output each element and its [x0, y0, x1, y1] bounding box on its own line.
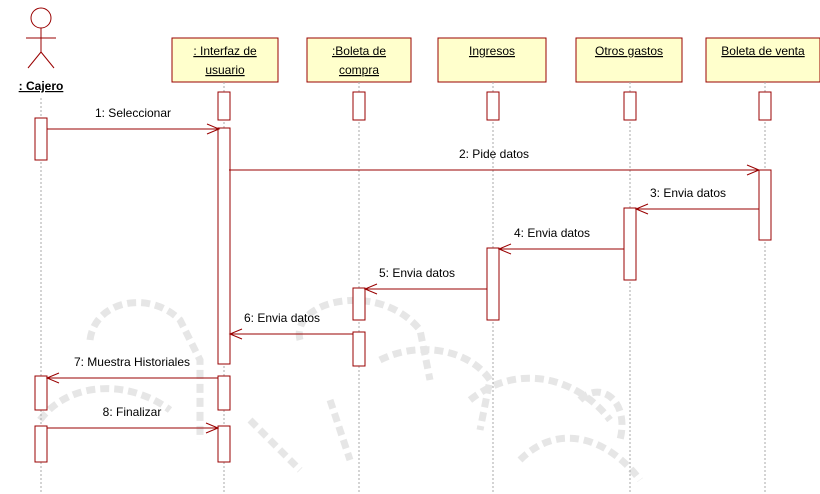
- message-7: 7: Muestra Historiales: [45, 355, 218, 384]
- object-label-boleta-compra-line-2: compra: [339, 63, 379, 77]
- message-2: 2: Pide datos: [229, 147, 761, 176]
- arrowhead-icon: [45, 372, 60, 384]
- message-label-3: 3: Envia datos: [650, 186, 726, 200]
- object-box-boleta-venta: Boleta de venta: [705, 37, 820, 83]
- activation-bar-boleta-compra-6: [352, 287, 366, 321]
- activation-bar-boleta-venta-3: [758, 169, 772, 241]
- lifeline-head-interfaz: [217, 91, 231, 121]
- actor-head: [30, 7, 52, 29]
- message-5: 5: Envia datos: [363, 266, 487, 295]
- arrowhead-icon: [634, 203, 649, 215]
- actor-label: : Cajero: [19, 79, 64, 93]
- arrowhead-icon: [746, 164, 761, 176]
- object-label-ingresos-line-1: Ingresos: [469, 44, 515, 58]
- activation-bar-cajero-1: [34, 117, 48, 161]
- arrowhead-icon: [205, 422, 220, 434]
- activation-bar-interfaz-11: [217, 425, 231, 463]
- actor-right-leg: [40, 51, 55, 69]
- arrowhead-icon: [206, 123, 221, 135]
- arrowhead-icon: [497, 243, 512, 255]
- lifeline-head-boleta-compra: [352, 91, 366, 121]
- message-3: 3: Envia datos: [634, 186, 759, 215]
- object-rect-boleta-compra: [306, 37, 412, 83]
- watermark-emblem: [37, 296, 643, 483]
- message-4: 4: Envia datos: [497, 226, 624, 255]
- message-6: 6: Envia datos: [228, 311, 353, 340]
- message-8: 8: Finalizar: [47, 405, 220, 434]
- object-rect-boleta-venta: [705, 37, 820, 83]
- actor-cajero: [26, 7, 56, 69]
- activation-bar-otros-gastos-4: [623, 207, 637, 281]
- object-label-interfaz-line-2: usuario: [205, 63, 245, 77]
- object-label-interfaz-line-1: : Interfaz de: [193, 44, 257, 58]
- arrowhead-icon: [363, 283, 378, 295]
- message-label-7: 7: Muestra Historiales: [74, 355, 190, 369]
- lifeline-head-otros-gastos: [623, 91, 637, 121]
- message-label-6: 6: Envia datos: [244, 311, 320, 325]
- activation-bar-interfaz-9: [217, 375, 231, 411]
- object-rect-otros-gastos: [575, 37, 683, 83]
- activation-bar-boleta-compra-7: [352, 331, 366, 367]
- arrowhead-icon: [228, 328, 243, 340]
- message-label-1: 1: Seleccionar: [95, 106, 171, 120]
- message-label-4: 4: Envia datos: [514, 226, 590, 240]
- message-label-2: 2: Pide datos: [459, 147, 529, 161]
- message-label-5: 5: Envia datos: [379, 266, 455, 280]
- message-1: 1: Seleccionar: [47, 106, 221, 135]
- activation-bar-cajero-8: [34, 375, 48, 411]
- object-box-otros-gastos: Otros gastos: [575, 37, 683, 83]
- object-label-boleta-compra-line-1: :Boleta de: [332, 44, 386, 58]
- lifeline-head-ingresos: [486, 91, 500, 121]
- activation-bar-cajero-10: [34, 425, 48, 463]
- activation-bar-ingresos-5: [486, 247, 500, 321]
- object-rect-ingresos: [437, 37, 547, 83]
- message-label-8: 8: Finalizar: [103, 405, 162, 419]
- object-rect-interfaz: [171, 37, 279, 83]
- object-label-boleta-venta-line-1: Boleta de venta: [721, 44, 805, 58]
- object-label-otros-gastos-line-1: Otros gastos: [595, 44, 663, 58]
- object-box-boleta-compra: :Boleta de compra: [306, 37, 412, 83]
- object-box-interfaz: : Interfaz de usuario: [171, 37, 279, 83]
- actor-left-leg: [27, 51, 42, 69]
- object-box-ingresos: Ingresos: [437, 37, 547, 83]
- lifeline-head-boleta-venta: [758, 91, 772, 121]
- activation-bar-interfaz-2: [217, 127, 231, 365]
